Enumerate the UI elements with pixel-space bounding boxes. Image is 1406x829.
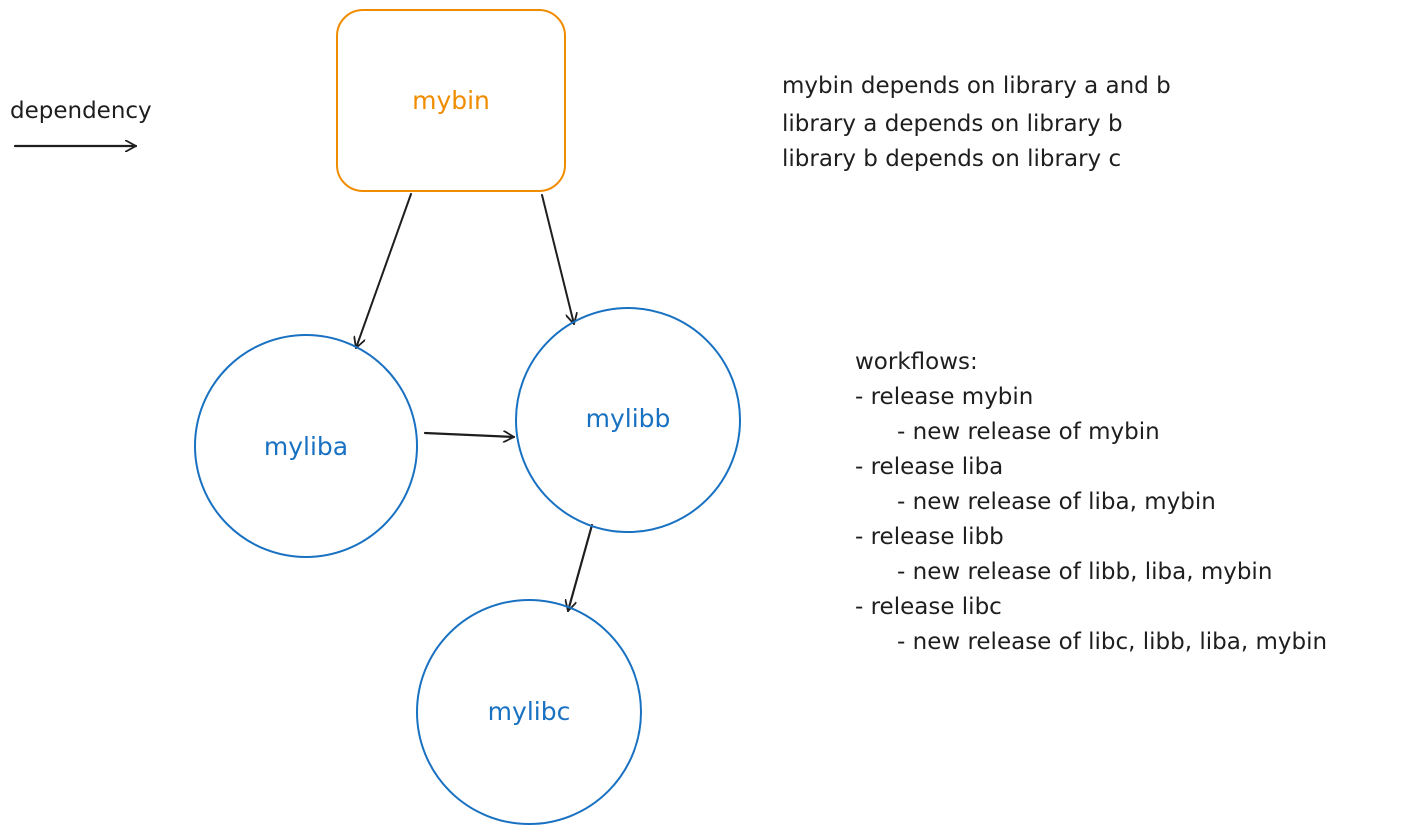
node-mylibc[interactable]: mylibc [416, 599, 642, 825]
legend-label: dependency [10, 98, 152, 124]
description-line: mybin depends on library a and b [782, 73, 1171, 99]
workflow-result: - new release of mybin [897, 419, 1160, 445]
node-mylibb[interactable]: mylibb [515, 307, 741, 533]
node-myliba[interactable]: myliba [194, 334, 418, 558]
workflows-title: workflows: [855, 349, 978, 375]
description-line: library a depends on library b [782, 111, 1123, 137]
node-mybin-shape [336, 9, 566, 192]
workflow-result: - new release of liba, mybin [897, 489, 1216, 515]
edge-mybin-to-mylibb [541, 194, 574, 325]
node-myliba-label: myliba [264, 432, 348, 461]
edge-mylibb-to-mylibc [568, 523, 594, 613]
workflow-result: - new release of libb, liba, mybin [897, 559, 1272, 585]
legend: dependency [10, 98, 152, 146]
workflow-name: - release libb [855, 524, 1004, 550]
node-myliba-shape [194, 334, 418, 558]
edge-mybin-to-myliba [356, 193, 412, 349]
edge-myliba-to-mylibb [423, 433, 516, 437]
node-mylibb-label: mylibb [586, 404, 671, 433]
workflow-result: - new release of libc, libb, liba, mybin [897, 629, 1327, 655]
description-notes: mybin depends on library a and b library… [782, 73, 1171, 172]
workflow-name: - release libc [855, 594, 1002, 620]
node-mylibc-shape [416, 599, 642, 825]
workflow-name: - release mybin [855, 384, 1033, 410]
node-mybin[interactable]: mybin [336, 9, 566, 192]
description-line: library b depends on library c [782, 146, 1121, 172]
workflows-notes: workflows: - release mybin - new release… [855, 349, 1327, 655]
edges [356, 193, 594, 613]
node-mylibb-shape [515, 307, 741, 533]
node-mybin-label: mybin [412, 86, 490, 115]
workflow-name: - release liba [855, 454, 1003, 480]
node-mylibc-label: mylibc [488, 697, 571, 726]
